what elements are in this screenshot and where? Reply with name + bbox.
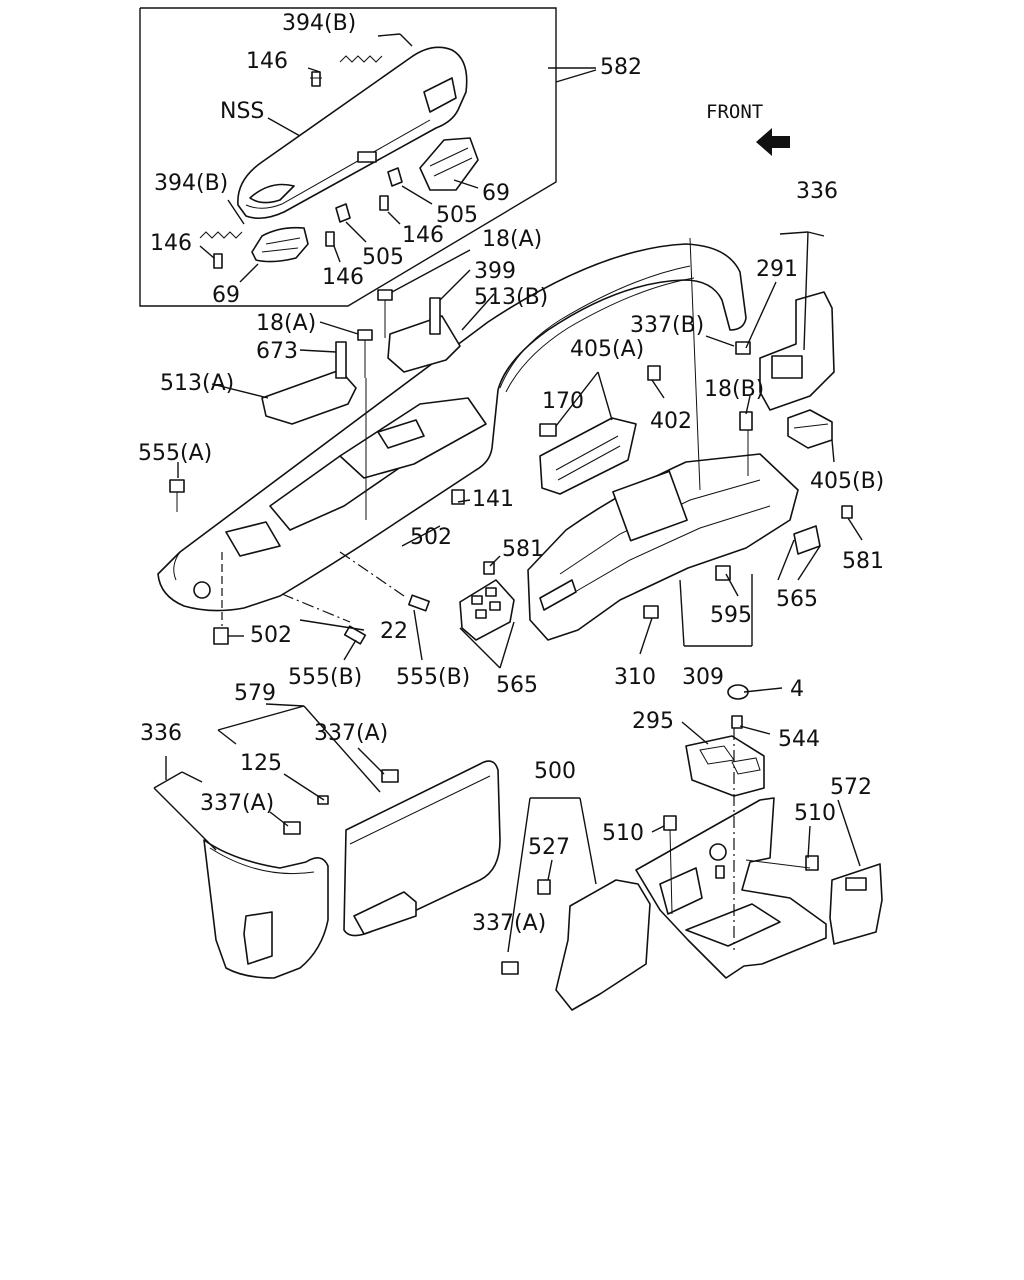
callout-146-top: 146 xyxy=(246,49,288,74)
callout-513a: 513(A) xyxy=(160,371,234,396)
callout-510-right: 510 xyxy=(794,801,836,826)
front-arrow xyxy=(756,128,790,156)
screw-146-left xyxy=(213,253,223,269)
bolt-18a-left xyxy=(357,329,373,378)
callout-581-mid: 581 xyxy=(502,537,544,562)
callout-146-mid: 146 xyxy=(402,223,444,248)
callout-22: 22 xyxy=(380,619,408,644)
callout-337a-top: 337(A) xyxy=(314,721,388,746)
callout-337a-bot: 337(A) xyxy=(472,911,546,936)
callout-502-top: 502 xyxy=(410,525,452,550)
callout-565-right: 565 xyxy=(776,587,818,612)
callout-146-left: 146 xyxy=(150,231,192,256)
callout-565-mid: 565 xyxy=(496,673,538,698)
callout-4: 4 xyxy=(790,677,804,702)
callout-337b: 337(B) xyxy=(630,313,704,338)
callout-595: 595 xyxy=(710,603,752,628)
instrument-panel xyxy=(157,67,863,669)
inset-box xyxy=(139,7,597,307)
callout-394b-left: 394(B) xyxy=(154,171,228,196)
callout-69-right: 69 xyxy=(482,181,510,206)
callout-673: 673 xyxy=(256,339,298,364)
callout-513b: 513(B) xyxy=(474,285,548,310)
callout-555b-mid: 555(B) xyxy=(396,665,470,690)
lower-parts xyxy=(153,684,883,1011)
callout-581-right: 581 xyxy=(842,549,884,574)
callout-399: 399 xyxy=(474,259,516,284)
callout-527: 527 xyxy=(528,835,570,860)
callout-337a-mid: 337(A) xyxy=(200,791,274,816)
callout-170: 170 xyxy=(542,389,584,414)
callout-502-bot: 502 xyxy=(250,623,292,648)
callout-146-bot: 146 xyxy=(322,265,364,290)
callout-394b-top: 394(B) xyxy=(282,11,356,36)
callout-505-mid: 505 xyxy=(362,245,404,270)
screw-146-mid xyxy=(379,195,389,211)
screw-146-bot xyxy=(325,231,335,247)
callout-labels: FRONT 394(B) 146 582 NSS 394(B) 69 505 1… xyxy=(138,11,884,936)
callout-582: 582 xyxy=(600,55,642,80)
callout-295: 295 xyxy=(632,709,674,734)
callout-310: 310 xyxy=(614,665,656,690)
callout-336-top: 336 xyxy=(796,179,838,204)
callout-402: 402 xyxy=(650,409,692,434)
callout-309: 309 xyxy=(682,665,724,690)
callout-405b: 405(B) xyxy=(810,469,884,494)
callout-18a-left: 18(A) xyxy=(256,311,316,336)
callout-510-left: 510 xyxy=(602,821,644,846)
callout-291: 291 xyxy=(756,257,798,282)
callout-18b: 18(B) xyxy=(704,377,764,402)
callout-579: 579 xyxy=(234,681,276,706)
callout-505-right: 505 xyxy=(436,203,478,228)
callout-nss: NSS xyxy=(220,99,264,124)
callout-500: 500 xyxy=(534,759,576,784)
callout-336-bot: 336 xyxy=(140,721,182,746)
callout-69-left: 69 xyxy=(212,283,240,308)
callout-544: 544 xyxy=(778,727,820,752)
bolt-18a-top xyxy=(377,289,393,338)
bolt-555a xyxy=(169,479,185,512)
front-label: FRONT xyxy=(706,101,763,123)
screw-146-top xyxy=(310,71,322,87)
callout-555b-left: 555(B) xyxy=(288,665,362,690)
callout-18a-top: 18(A) xyxy=(482,227,542,252)
callout-405a: 405(A) xyxy=(570,337,644,362)
callout-125: 125 xyxy=(240,751,282,776)
callout-572: 572 xyxy=(830,775,872,800)
callout-141: 141 xyxy=(472,487,514,512)
callout-555a: 555(A) xyxy=(138,441,212,466)
